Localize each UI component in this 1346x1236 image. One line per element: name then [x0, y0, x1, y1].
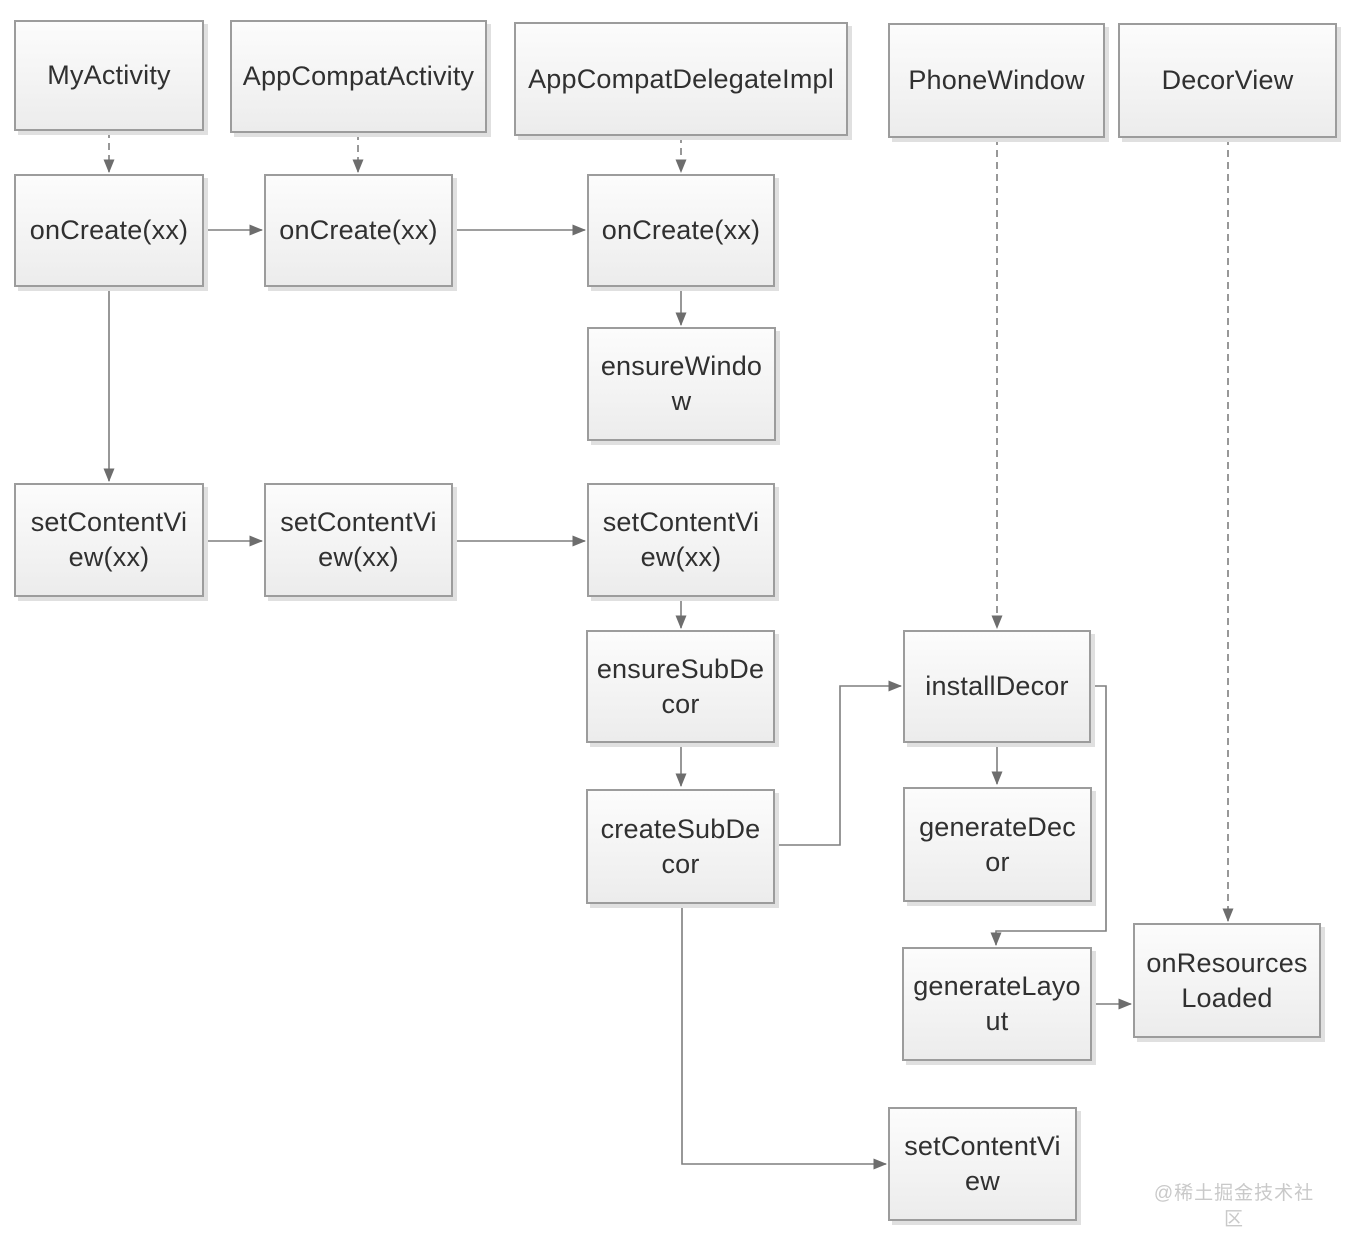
- node-create-sub-decor: createSubDe cor: [586, 789, 775, 904]
- node-on-create-app-compat: onCreate(xx): [264, 174, 453, 287]
- node-on-create-my-activity: onCreate(xx): [14, 174, 204, 287]
- edge-create-sub-decor-to-set-content-view-bottom: [681, 904, 887, 1170]
- edge-create-sub-decor-to-install-decor: [775, 680, 902, 846]
- node-ensure-window: ensureWindo w: [587, 327, 776, 441]
- node-generate-layout: generateLayo ut: [902, 947, 1092, 1061]
- node-set-content-view-2: setContentVi ew(xx): [264, 483, 453, 597]
- node-app-compat-delegate-impl: AppCompatDelegateImpl: [514, 22, 848, 136]
- node-my-activity: MyActivity: [14, 20, 204, 131]
- edge-install-decor-to-generate-layout: [990, 685, 1107, 946]
- node-on-resources-loaded: onResources Loaded: [1133, 923, 1321, 1038]
- node-app-compat-activity: AppCompatActivity: [230, 20, 487, 133]
- node-set-content-view-3: setContentVi ew(xx): [587, 483, 775, 597]
- node-decor-view: DecorView: [1118, 23, 1337, 138]
- node-install-decor: installDecor: [903, 630, 1091, 743]
- watermark-text: @稀土掘金技术社区: [1153, 1183, 1315, 1230]
- node-set-content-view-1: setContentVi ew(xx): [14, 483, 204, 597]
- node-set-content-view-bottom: setContentVi ew: [888, 1107, 1077, 1221]
- node-ensure-sub-decor: ensureSubDe cor: [586, 630, 775, 743]
- node-on-create-delegate: onCreate(xx): [587, 174, 775, 287]
- node-phone-window: PhoneWindow: [888, 23, 1105, 138]
- node-generate-decor: generateDec or: [903, 787, 1092, 902]
